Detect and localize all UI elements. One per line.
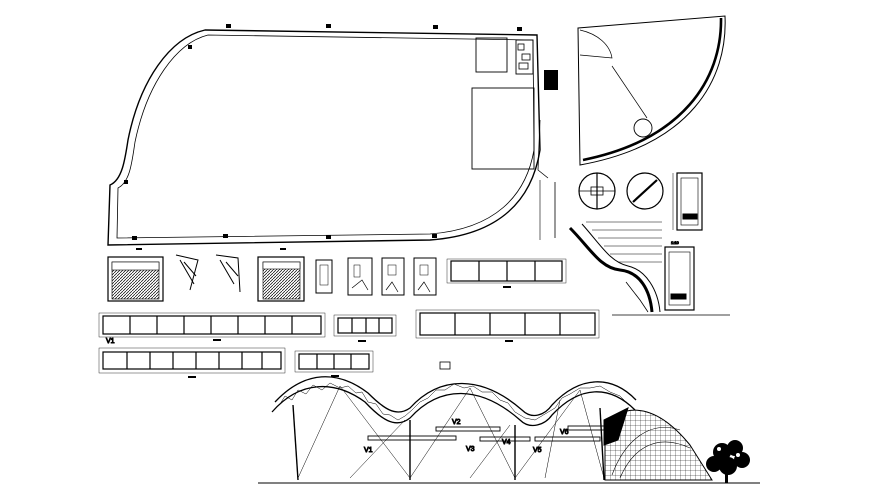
window-panel-b [98,312,326,338]
quarter-outline [577,15,726,166]
site-plan [107,24,558,246]
elevation-label-v6: V6 [560,429,569,436]
elevation-label-v5: V5 [533,447,542,454]
narrow-door-3 [381,257,405,296]
circle-detail-2 [626,172,664,210]
window-elevations: V1 [98,248,600,378]
building-elevation: V1 V2 V3 V4 V5 V6 [258,376,760,484]
narrow-door-1 [315,259,333,294]
door-elevations-row [107,254,437,302]
window-panel-f [294,350,374,373]
column-circle [633,118,653,138]
narrow-door-2 [347,257,373,296]
columns [292,404,605,481]
circle-details [578,172,664,210]
service-room [515,39,534,75]
garage-door-1 [107,256,164,302]
tree-symbol [544,70,558,90]
access-road-left [537,119,549,179]
tree-icon [706,440,750,483]
door-elevation-a [672,172,703,231]
door-swing-arc [579,29,613,59]
beams [367,425,609,442]
elevation-label-v3: V3 [466,446,475,453]
site-boundary-outer [107,29,541,246]
elevation-label-v1: V1 [364,447,373,454]
quarter-arc-heavy [582,17,723,162]
narrow-door-4 [413,257,437,296]
radius-line [611,65,648,119]
site-boundary-inner [116,34,535,239]
elevation-label-v2: V2 [452,419,461,426]
window-panel-c [333,314,397,337]
door-elevation-b: 1:10 [664,240,695,311]
truss-webbing [279,382,629,421]
curved-ramp-detail [568,221,730,316]
building-block-upper [475,37,508,73]
building-block-lower [471,87,535,170]
dome-dark-panel [603,407,629,446]
service-detail-mark [517,43,531,70]
small-symbol [439,361,451,370]
garage-door-2 [257,256,305,302]
dimension-ticks [136,248,513,378]
door-scale-note: 1:10 [671,240,680,245]
window-panel-d [415,309,600,339]
window-panel-e [98,347,286,374]
post-markers [124,24,522,240]
truss-outer [271,376,637,427]
window-panel-a [446,258,567,284]
elevation-label-v4: V4 [502,439,511,446]
truss-detail-1 [175,254,199,291]
curved-plan [577,15,726,166]
truss-detail-2 [215,254,241,293]
fan-cables [297,385,605,479]
window-label-v1: V1 [106,338,115,345]
